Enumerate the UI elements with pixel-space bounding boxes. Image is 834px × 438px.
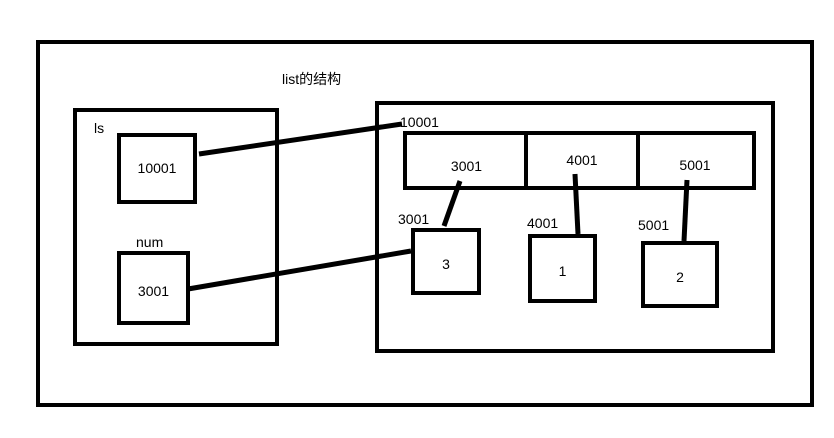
list-object-box: 3001 4001 5001: [403, 131, 756, 190]
int-object-2-box: 2: [641, 241, 719, 308]
variable-num-value: 3001: [137, 283, 170, 299]
list-slot-0: 3001: [407, 135, 526, 186]
ls-to-list-arrow: [198, 121, 403, 157]
list-slot-2: 5001: [638, 135, 752, 186]
list-slot-0-value: 3001: [450, 158, 483, 174]
num-to-int-3-arrow: [187, 248, 412, 292]
list-slot-1: 4001: [526, 135, 638, 186]
variable-name-num: num: [136, 234, 164, 250]
slot-0-to-int-3-arrow: [441, 180, 463, 227]
list-address: 10001: [400, 114, 439, 130]
list-slot-2-value: 5001: [679, 157, 711, 173]
int-object-2-address: 5001: [638, 217, 670, 233]
int-object-0-value: 3: [442, 256, 450, 272]
slot-1-to-int-1-arrow: [572, 173, 581, 235]
variable-ls-box: 10001: [117, 133, 197, 204]
list-slot-1-value: 4001: [566, 152, 598, 168]
variable-name-ls: ls: [94, 120, 105, 136]
int-object-1-box: 1: [528, 234, 597, 303]
int-object-1-value: 1: [558, 263, 567, 279]
int-object-2-value: 2: [676, 269, 684, 285]
slot-2-to-int-2-arrow: [681, 179, 690, 242]
diagram-title: list的结构: [282, 71, 342, 87]
int-object-0-box: 3: [411, 228, 481, 295]
int-object-1-address: 4001: [527, 215, 559, 231]
variable-ls-value: 10001: [137, 160, 177, 176]
int-object-0-address: 3001: [398, 211, 430, 227]
